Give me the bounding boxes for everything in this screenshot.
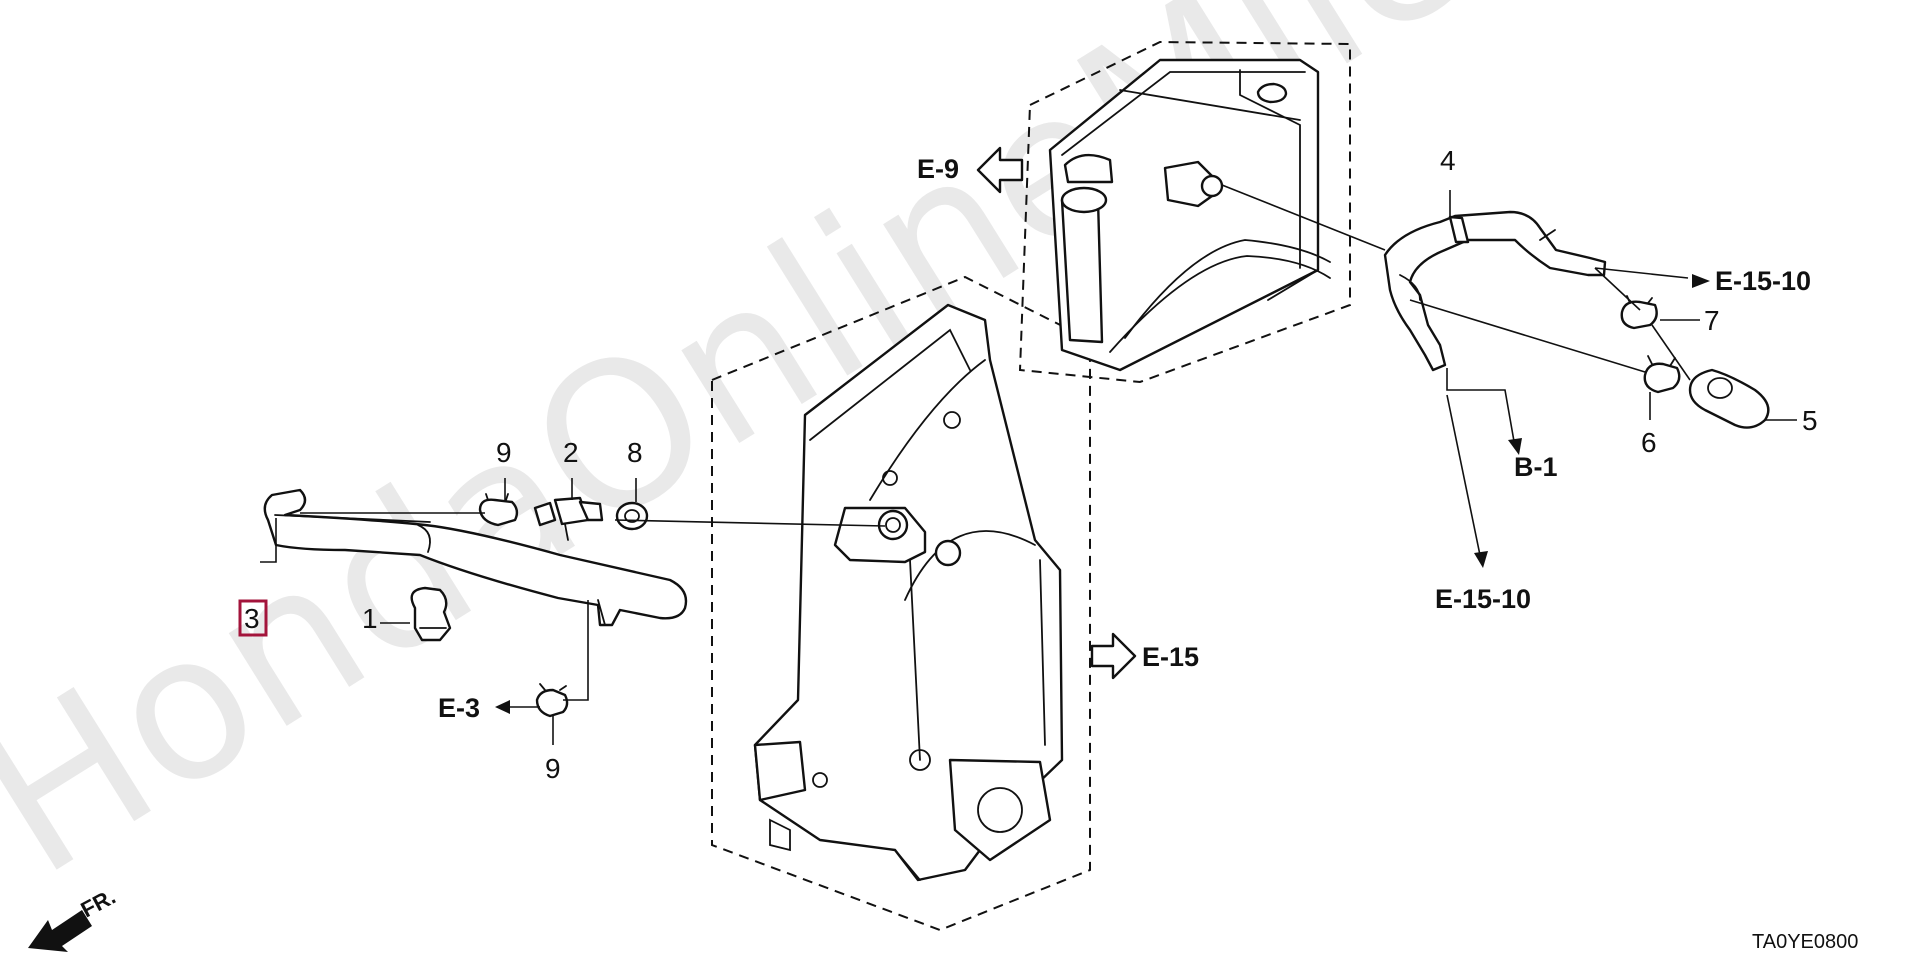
part-8-washer[interactable] [615,501,649,531]
callout-5[interactable]: 5 [1802,405,1818,436]
callout-1[interactable]: 1 [362,603,378,634]
part-6-clamp[interactable] [1643,355,1681,394]
callout-8[interactable]: 8 [627,437,643,468]
e9-direction-arrow [976,146,1024,194]
part-1-hose-clip[interactable] [410,586,452,642]
ref-e15-10-right[interactable]: E-15-10 [1715,266,1811,296]
part-5-cap[interactable] [1688,368,1770,429]
callout-3[interactable]: 3 [244,603,260,634]
part-7-clamp[interactable] [1620,295,1658,330]
diagram-code: TA0YE0800 [1752,931,1858,953]
part-3-water-hose[interactable] [263,488,688,627]
e15-direction-arrow [1090,632,1137,680]
ref-e15[interactable]: E-15 [1142,642,1199,672]
part-9-hose-clamp-bottom[interactable] [535,683,569,718]
callout-9-top[interactable]: 9 [496,437,512,468]
ref-e9[interactable]: E-9 [917,154,959,184]
engine-block-dashed-outline [1018,40,1351,384]
leader-lines [260,184,1797,745]
ref-b1[interactable]: B-1 [1514,452,1558,482]
front-direction-arrow [28,910,92,952]
callout-9-bottom[interactable]: 9 [545,753,561,784]
leader-arrowheads [495,274,1710,714]
engine-block-housing [1048,58,1331,372]
ref-e3[interactable]: E-3 [438,693,480,723]
callout-6[interactable]: 6 [1641,427,1657,458]
part-9-hose-clamp-top[interactable] [478,493,519,527]
ref-e15-10-lower[interactable]: E-15-10 [1435,584,1531,614]
callout-2[interactable]: 2 [563,437,579,468]
part-4-hose-assembly[interactable] [1383,210,1607,372]
highlight-box-part-3 [238,599,268,637]
engine-support-bracket [753,303,1064,882]
bracket-dashed-outline [711,275,1091,932]
part-2-fitting[interactable] [533,496,604,541]
callout-4[interactable]: 4 [1440,145,1456,176]
callout-7[interactable]: 7 [1704,305,1720,336]
